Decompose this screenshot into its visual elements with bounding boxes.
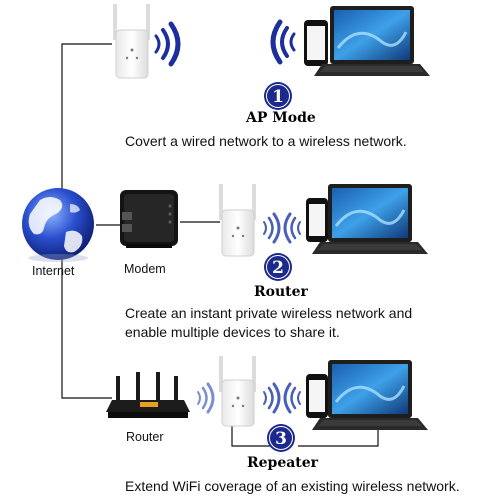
wifi-signal-icon-1b [270,19,296,65]
wifi-signal-icon-3b [263,382,301,414]
mode-3-description: Extend WiFi coverage of an existing wire… [125,478,460,494]
mode-3-title: Repeater [247,455,319,471]
connection-lines [61,43,379,447]
line-repeater-bracket-right [298,430,379,447]
line-to-router [61,258,112,399]
phone-icon-2 [306,198,328,242]
badge-3-number: 3 [275,429,287,449]
badge-1-number: 1 [272,87,284,107]
laptop-icon-2 [312,184,428,254]
mode-2-title: Router [254,284,308,300]
badge-2-number: 2 [272,258,284,278]
wifi-signal-icon-3a [197,382,215,414]
mode-1-description: Covert a wired network to a wireless net… [125,133,407,149]
modem-icon [120,190,178,248]
phone-icon-1 [304,20,328,66]
wifi-signal-icon-1 [154,21,181,67]
badge-2: 2 [264,253,292,281]
line-to-ap-extender [61,43,112,190]
mode-1-title: AP Mode [246,110,316,126]
extender-icon-router [219,184,256,257]
badge-1: 1 [264,82,292,110]
laptop-icon-1 [314,6,430,76]
extender-icon-ap [113,4,150,79]
internet-label: Internet [32,264,75,278]
globe-icon [22,188,94,262]
mode-2-description-line-1: Create an instant private wireless netwo… [125,305,413,321]
modem-label: Modem [124,262,166,276]
router-icon [106,372,190,418]
mode-2-description-line-2: enable multiple devices to share it. [125,324,340,340]
extender-icon-repeater [219,356,256,427]
router-label: Router [126,430,164,444]
wifi-signal-icon-2 [263,212,301,244]
line-repeater-bracket [231,420,270,447]
laptop-icon-3 [312,360,428,430]
badge-3: 3 [267,424,295,452]
phone-icon-3 [306,374,328,418]
